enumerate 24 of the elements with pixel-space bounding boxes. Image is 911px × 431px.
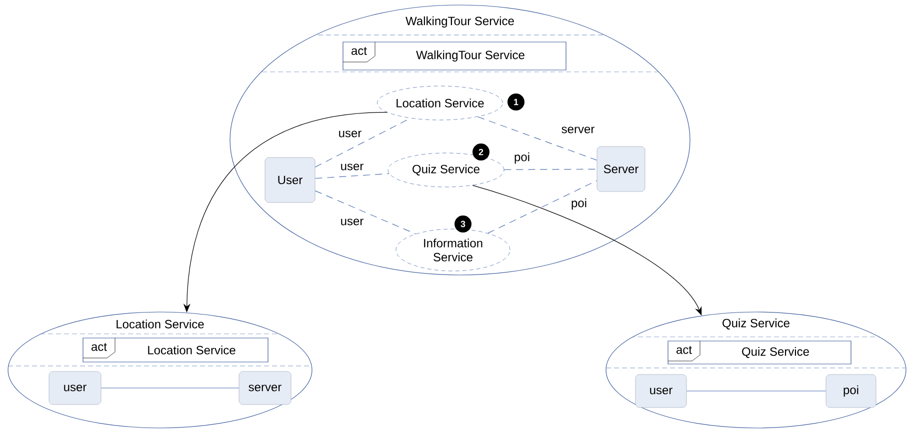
connector-line xyxy=(488,180,598,234)
edge-label: user xyxy=(337,130,363,138)
connector-line xyxy=(504,168,598,170)
role-box: poi xyxy=(826,374,876,408)
connector-line xyxy=(477,116,598,160)
connector-line xyxy=(314,190,416,234)
role-box: Server xyxy=(596,146,646,192)
activity-frame: act WalkingTour Service xyxy=(342,42,566,70)
activity-frame: act Location Service xyxy=(82,338,268,362)
callout-number: 2 xyxy=(472,144,490,160)
edge-label: user xyxy=(339,218,365,226)
connector-line xyxy=(314,173,390,179)
role-box: server xyxy=(238,371,292,405)
edge-label: user xyxy=(339,162,365,172)
role-box: User xyxy=(264,157,316,203)
edge-label: poi xyxy=(513,151,531,165)
edge-label: poi xyxy=(570,197,588,211)
activity-frame: act Quiz Service xyxy=(668,340,852,364)
callout-number: 3 xyxy=(454,216,472,232)
connector-line xyxy=(686,390,826,392)
role-box: user xyxy=(635,374,687,408)
role-box: user xyxy=(48,371,102,405)
callout-number: 1 xyxy=(508,94,524,110)
edge-label: server xyxy=(560,126,596,134)
